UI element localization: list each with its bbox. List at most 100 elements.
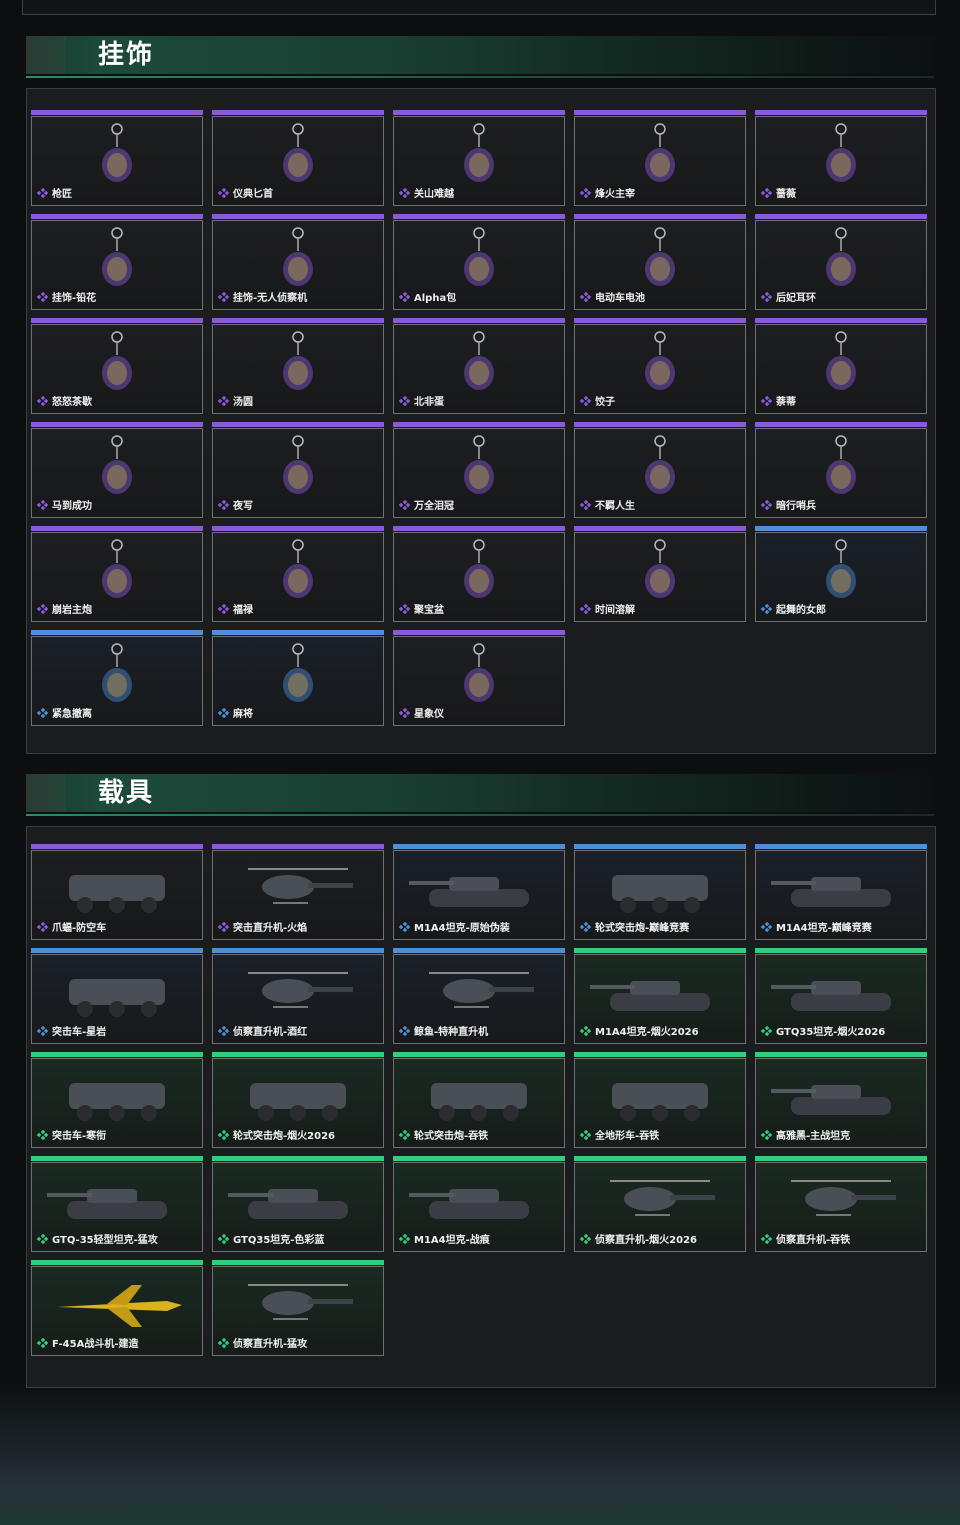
vehicle-card[interactable]: 侦察直升机-酒红 <box>212 948 384 1044</box>
vehicle-card[interactable]: F-45A战斗机-建造 <box>31 1260 203 1356</box>
vehicle-card[interactable]: 全地形车-吞铁 <box>574 1052 746 1148</box>
pendant-card[interactable]: 星象仪 <box>393 630 565 726</box>
vehicle-image <box>248 1284 353 1320</box>
rarity-diamond-icon <box>36 500 48 510</box>
rarity-bar <box>31 1052 203 1057</box>
vehicle-card[interactable]: 高雅黑-主战坦克 <box>755 1052 927 1148</box>
item-label: 突击直升机-火焰 <box>233 923 308 934</box>
vehicle-card[interactable]: 突击直升机-火焰 <box>212 844 384 940</box>
pendant-card[interactable]: 挂饰-无人侦察机 <box>212 214 384 310</box>
vehicle-card[interactable]: 突击车-寒衔 <box>31 1052 203 1148</box>
rarity-bar <box>393 318 565 323</box>
rarity-bar <box>755 1052 927 1057</box>
vehicle-card[interactable]: 轮式突击炮-吞铁 <box>393 1052 565 1148</box>
rarity-diamond-icon <box>36 604 48 614</box>
rarity-diamond-icon <box>398 1026 410 1036</box>
pendant-card[interactable]: 时间溶解 <box>574 526 746 622</box>
pendant-image <box>464 227 494 286</box>
vehicle-card[interactable]: GTQ35坦克-烟火2026 <box>755 948 927 1044</box>
item-label: 北非蛋 <box>414 397 444 408</box>
vehicle-card[interactable]: 突击车-星岩 <box>31 948 203 1044</box>
rarity-diamond-icon <box>398 396 410 406</box>
pendant-card[interactable]: 麻将 <box>212 630 384 726</box>
rarity-bar <box>574 948 746 953</box>
item-label: 电动车电池 <box>595 293 645 304</box>
pendant-card[interactable]: 挂饰-铅花 <box>31 214 203 310</box>
item-label: 崩岩主炮 <box>52 605 92 616</box>
vehicle-card[interactable]: 鲸鱼-特种直升机 <box>393 948 565 1044</box>
pendant-card[interactable]: 汤圆 <box>212 318 384 414</box>
rarity-bar <box>212 844 384 849</box>
rarity-diamond-icon <box>36 922 48 932</box>
pendant-card[interactable]: Alpha包 <box>393 214 565 310</box>
item-label: 汤圆 <box>233 397 253 408</box>
pendant-card[interactable]: 萘蒂 <box>755 318 927 414</box>
pendant-card[interactable]: 不羁人生 <box>574 422 746 518</box>
pendant-card[interactable]: 仪典匕首 <box>212 110 384 206</box>
pendant-card[interactable]: 崩岩主炮 <box>31 526 203 622</box>
item-label: 起舞的女郎 <box>776 605 826 616</box>
pendant-image <box>283 435 313 494</box>
pendant-card[interactable]: 北非蛋 <box>393 318 565 414</box>
vehicle-image <box>69 979 165 1017</box>
item-label: 聚宝盆 <box>414 605 444 616</box>
rarity-bar <box>574 110 746 115</box>
rarity-bar <box>31 526 203 531</box>
rarity-bar <box>574 318 746 323</box>
item-label: F-45A战斗机-建造 <box>52 1339 139 1350</box>
vehicle-card[interactable]: M1A4坦克-战痕 <box>393 1156 565 1252</box>
item-label: M1A4坦克-战痕 <box>414 1235 490 1246</box>
vehicles-section-title: 载具 <box>98 778 155 808</box>
vehicle-card[interactable]: GTQ35坦克-色彩蓝 <box>212 1156 384 1252</box>
vehicle-card[interactable]: GTQ-35轻型坦克-猛攻 <box>31 1156 203 1252</box>
rarity-diamond-icon <box>760 292 772 302</box>
vehicle-image <box>590 981 710 1011</box>
rarity-bar <box>755 948 927 953</box>
pendant-card[interactable]: 后妃耳环 <box>755 214 927 310</box>
pendant-card[interactable]: 福禄 <box>212 526 384 622</box>
vehicle-card[interactable]: 侦察直升机-猛攻 <box>212 1260 384 1356</box>
rarity-bar <box>755 318 927 323</box>
rarity-bar <box>755 1156 927 1161</box>
rarity-diamond-icon <box>398 188 410 198</box>
pendant-image <box>464 435 494 494</box>
vehicle-card[interactable]: 侦察直升机-吞铁 <box>755 1156 927 1252</box>
pendant-card[interactable]: 关山难越 <box>393 110 565 206</box>
pendant-image <box>826 227 856 286</box>
pendant-card[interactable]: 夜写 <box>212 422 384 518</box>
header-stub <box>26 36 66 74</box>
pendant-card[interactable]: 蔷薇 <box>755 110 927 206</box>
rarity-diamond-icon <box>217 604 229 614</box>
pendant-card[interactable]: 枪匠 <box>31 110 203 206</box>
pendant-card[interactable]: 电动车电池 <box>574 214 746 310</box>
rarity-bar <box>393 422 565 427</box>
pendant-card[interactable]: 暗行哨兵 <box>755 422 927 518</box>
rarity-bar <box>31 1156 203 1161</box>
vehicle-card[interactable]: 轮式突击炮-烟火2026 <box>212 1052 384 1148</box>
rarity-bar <box>574 1052 746 1057</box>
pendant-card[interactable]: 马到成功 <box>31 422 203 518</box>
pendant-card[interactable]: 起舞的女郎 <box>755 526 927 622</box>
rarity-diamond-icon <box>217 188 229 198</box>
vehicle-card[interactable]: M1A4坦克-原始伪装 <box>393 844 565 940</box>
vehicle-image <box>69 1083 165 1121</box>
rarity-diamond-icon <box>579 1130 591 1140</box>
vehicle-card[interactable]: 爪蝠-防空车 <box>31 844 203 940</box>
pendant-card[interactable]: 饺子 <box>574 318 746 414</box>
vehicle-image <box>47 1189 167 1219</box>
vehicle-card[interactable]: 侦察直升机-烟火2026 <box>574 1156 746 1252</box>
vehicles-section-header: 载具 <box>26 770 934 816</box>
pendant-card[interactable]: 紧急撤离 <box>31 630 203 726</box>
rarity-diamond-icon <box>217 922 229 932</box>
pendant-card[interactable]: 聚宝盆 <box>393 526 565 622</box>
vehicle-card[interactable]: 轮式突击炮-巅峰竞赛 <box>574 844 746 940</box>
pendant-card[interactable]: 烽火主宰 <box>574 110 746 206</box>
item-label: 侦察直升机-吞铁 <box>776 1235 851 1246</box>
pendant-card[interactable]: 怒怒茶歇 <box>31 318 203 414</box>
vehicle-card[interactable]: M1A4坦克-烟火2026 <box>574 948 746 1044</box>
rarity-diamond-icon <box>398 1234 410 1244</box>
rarity-bar <box>574 214 746 219</box>
pendant-card[interactable]: 万全泪冠 <box>393 422 565 518</box>
vehicle-card[interactable]: M1A4坦克-巅峰竞赛 <box>755 844 927 940</box>
